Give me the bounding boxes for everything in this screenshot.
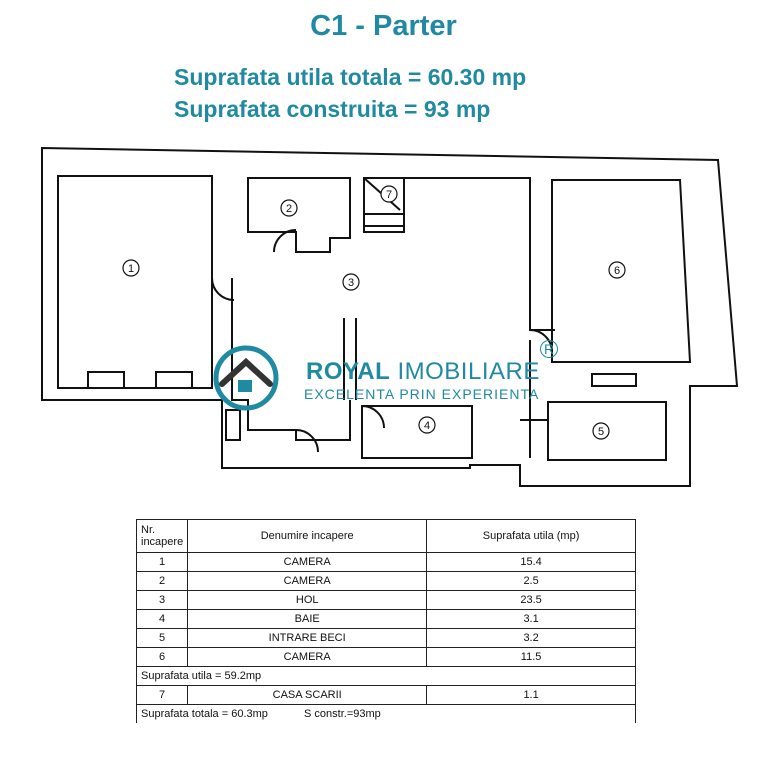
constr-text: S constr.=93mp (304, 708, 381, 720)
row-area: 15.4 (426, 552, 636, 572)
table-row: 1 CAMERA 15.4 (135, 552, 636, 572)
table-header-row: Nr. incapere Denumire incapere Suprafata… (135, 519, 636, 553)
brand-tagline: EXCELENTA PRIN EXPERIENTA (304, 386, 540, 402)
row-nr: 5 (135, 628, 189, 648)
row-name: CAMERA (187, 552, 428, 572)
row-area: 23.5 (426, 590, 636, 610)
room-7-stairs (363, 177, 405, 233)
inner-wall (57, 175, 213, 389)
brand-imobiliare: IMOBILIARE (390, 358, 540, 385)
table-row: 5 INTRARE BECI 3.2 (135, 628, 636, 648)
table-row: 4 BAIE 3.1 (135, 609, 636, 629)
subtotal-text: Suprafata utila = 59.2mp (136, 666, 636, 686)
row-name: HOL (187, 590, 428, 610)
room-label-1: 1 (128, 263, 134, 275)
outer-wall (41, 146, 739, 487)
row-name: CAMERA (187, 571, 428, 591)
row-nr: 2 (135, 571, 189, 591)
row-name: CAMERA (187, 647, 428, 667)
room-5-walls (547, 401, 667, 461)
room-label-7: 7 (386, 189, 392, 201)
row-area: 1.1 (426, 685, 636, 705)
brand-royal: ROYAL (306, 358, 391, 385)
table-row: 2 CAMERA 2.5 (135, 571, 636, 591)
room-label-3: 3 (348, 277, 354, 289)
table-row: 6 CAMERA 11.5 (135, 647, 636, 667)
room-6-walls (551, 179, 692, 363)
room-label-6: 6 (614, 265, 620, 277)
row-nr: 6 (135, 647, 189, 667)
row-area: 3.1 (426, 609, 636, 629)
watermark: ROYAL IMOBILIARE EXCELENTA PRIN EXPERIEN… (208, 340, 568, 430)
row-name: CASA SCARII (187, 685, 428, 705)
total-row: Suprafata totala = 60.3mp S constr.=93mp (136, 704, 636, 723)
table-row: 3 HOL 23.5 (135, 590, 636, 610)
house-logo-icon (213, 345, 279, 411)
page-title: C1 - Parter (310, 10, 457, 42)
row-name: INTRARE BECI (187, 628, 428, 648)
header-nr: Nr. incapere (135, 519, 189, 553)
usable-area-line: Suprafata utila totala = 60.30 mp (174, 64, 527, 90)
table-row: 7 CASA SCARII 1.1 (135, 685, 636, 705)
row-nr: 1 (135, 552, 189, 572)
built-area-line: Suprafata construita = 93 mp (174, 96, 491, 122)
registered-mark: R (540, 340, 558, 358)
header-area: Suprafata utila (mp) (426, 519, 636, 553)
row-area: 2.5 (426, 571, 636, 591)
room-label-2: 2 (286, 203, 292, 215)
total-text: Suprafata totala = 60.3mp (141, 708, 268, 720)
row-nr: 4 (135, 609, 189, 629)
room-label-4: 4 (424, 420, 430, 432)
hall-walls (404, 177, 555, 331)
row-nr: 7 (135, 685, 189, 705)
row-area: 11.5 (426, 647, 636, 667)
room-2-walls (247, 177, 351, 253)
room-label-5: 5 (598, 426, 604, 438)
header-name: Denumire incapere (187, 519, 428, 553)
row-nr: 3 (135, 590, 189, 610)
floor-plan: 1 2 3 4 5 6 7 (41, 146, 739, 487)
row-area: 3.2 (426, 628, 636, 648)
row-name: BAIE (187, 609, 428, 629)
rooms-table: Nr. incapere Denumire incapere Suprafata… (135, 519, 636, 723)
room-4-walls (361, 405, 473, 459)
subtotal-row: Suprafata utila = 59.2mp (136, 666, 636, 686)
